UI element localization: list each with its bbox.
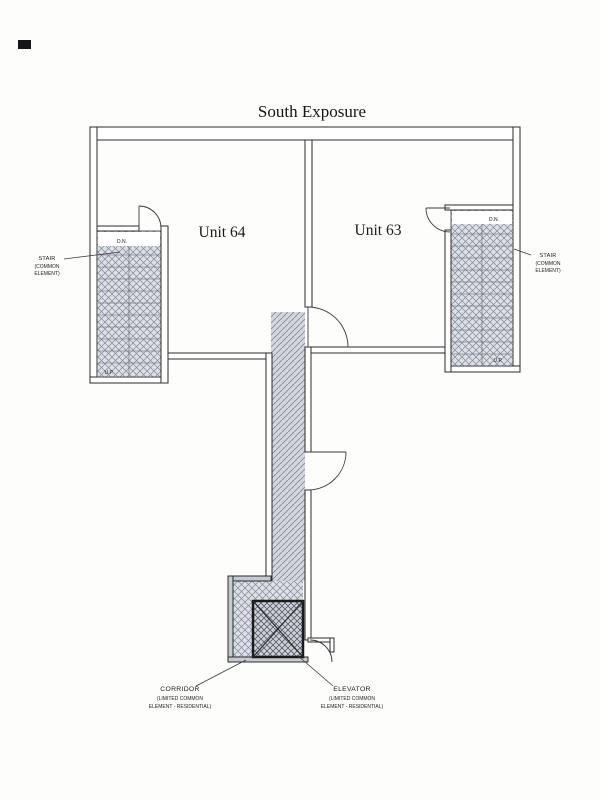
southeast-wall xyxy=(444,365,521,373)
stair-right-label-3: ELEMENT) xyxy=(535,268,561,274)
southwest-wall xyxy=(89,376,169,384)
unit-divider-wall xyxy=(304,139,313,308)
right-stair-west-wall xyxy=(444,229,452,373)
elevator-callout: ELEVATOR (LIMITED COMMON ELEMENT - RESID… xyxy=(296,654,384,710)
left-stair: D.N. U.P. xyxy=(96,205,169,384)
corridor-east-wall-lower xyxy=(304,489,312,641)
left-stair-door-arc xyxy=(138,205,162,229)
corridor-side-door-arc xyxy=(307,451,347,491)
left-stair-east-wall xyxy=(160,225,169,384)
room-west-wall xyxy=(227,575,234,663)
unit-64-label: Unit 64 xyxy=(199,224,246,241)
stair-left-label-3: ELEMENT) xyxy=(34,271,60,277)
left-stair-top-wall xyxy=(96,225,140,232)
corridor-label-1: CORRIDOR xyxy=(160,686,199,693)
stair-left-leader-line xyxy=(63,251,121,260)
stair-left-label-1: STAIR xyxy=(38,256,55,262)
right-stair-door-arc xyxy=(425,207,451,233)
exit-right-wall xyxy=(329,637,335,653)
stair-right-label-2: (COMMON xyxy=(536,261,561,267)
corridor-label-2: (LIMITED COMMON xyxy=(157,696,203,702)
elevator-leader-line xyxy=(296,654,334,687)
unit63-entry-door-arc xyxy=(307,306,349,348)
elevator-x-mark xyxy=(252,600,304,658)
unit64-south-wall xyxy=(164,352,272,360)
elevator-label-3: ELEMENT - RESIDENTIAL) xyxy=(321,704,384,710)
left-stair-up-label: U.P. xyxy=(104,370,113,376)
elevator-label-1: ELEVATOR xyxy=(333,686,371,693)
stair-right-label-1: STAIR xyxy=(539,253,556,259)
corridor-label-3: ELEMENT - RESIDENTIAL) xyxy=(149,704,212,710)
right-stair: D.N. U.P. xyxy=(425,204,514,373)
right-stair-dn-label: D.N. xyxy=(489,217,499,223)
corridor-leader-line xyxy=(195,659,247,687)
right-stair-landing xyxy=(452,211,512,224)
left-stair-dn-label: D.N. xyxy=(117,239,127,245)
unit-63-label: Unit 63 xyxy=(355,222,402,239)
left-stair-landing xyxy=(98,232,160,246)
right-stair-up-label: U.P. xyxy=(493,358,502,364)
corridor-stem xyxy=(265,306,349,641)
drawing-title: South Exposure xyxy=(258,102,366,121)
stair-left-callout: STAIR (COMMON ELEMENT) xyxy=(34,251,121,277)
elevator-label-2: (LIMITED COMMON xyxy=(329,696,375,702)
stair-left-label-2: (COMMON xyxy=(35,264,60,270)
north-wall xyxy=(89,126,520,141)
unit63-south-wall xyxy=(310,346,451,354)
room-top-wall xyxy=(227,575,272,582)
corridor-hatch xyxy=(271,312,305,581)
interior-walls xyxy=(164,139,451,360)
corridor-room xyxy=(227,575,335,663)
corridor-callout: CORRIDOR (LIMITED COMMON ELEMENT - RESID… xyxy=(149,659,247,710)
exit-door-arc xyxy=(309,639,333,663)
right-stair-top-wall xyxy=(444,204,514,211)
corridor-west-wall xyxy=(265,352,273,582)
scan-artifact xyxy=(18,40,31,49)
stair-right-callout: STAIR (COMMON ELEMENT) xyxy=(513,248,561,274)
corridor-east-wall-upper xyxy=(304,346,312,453)
stair-right-leader-line xyxy=(513,248,532,256)
